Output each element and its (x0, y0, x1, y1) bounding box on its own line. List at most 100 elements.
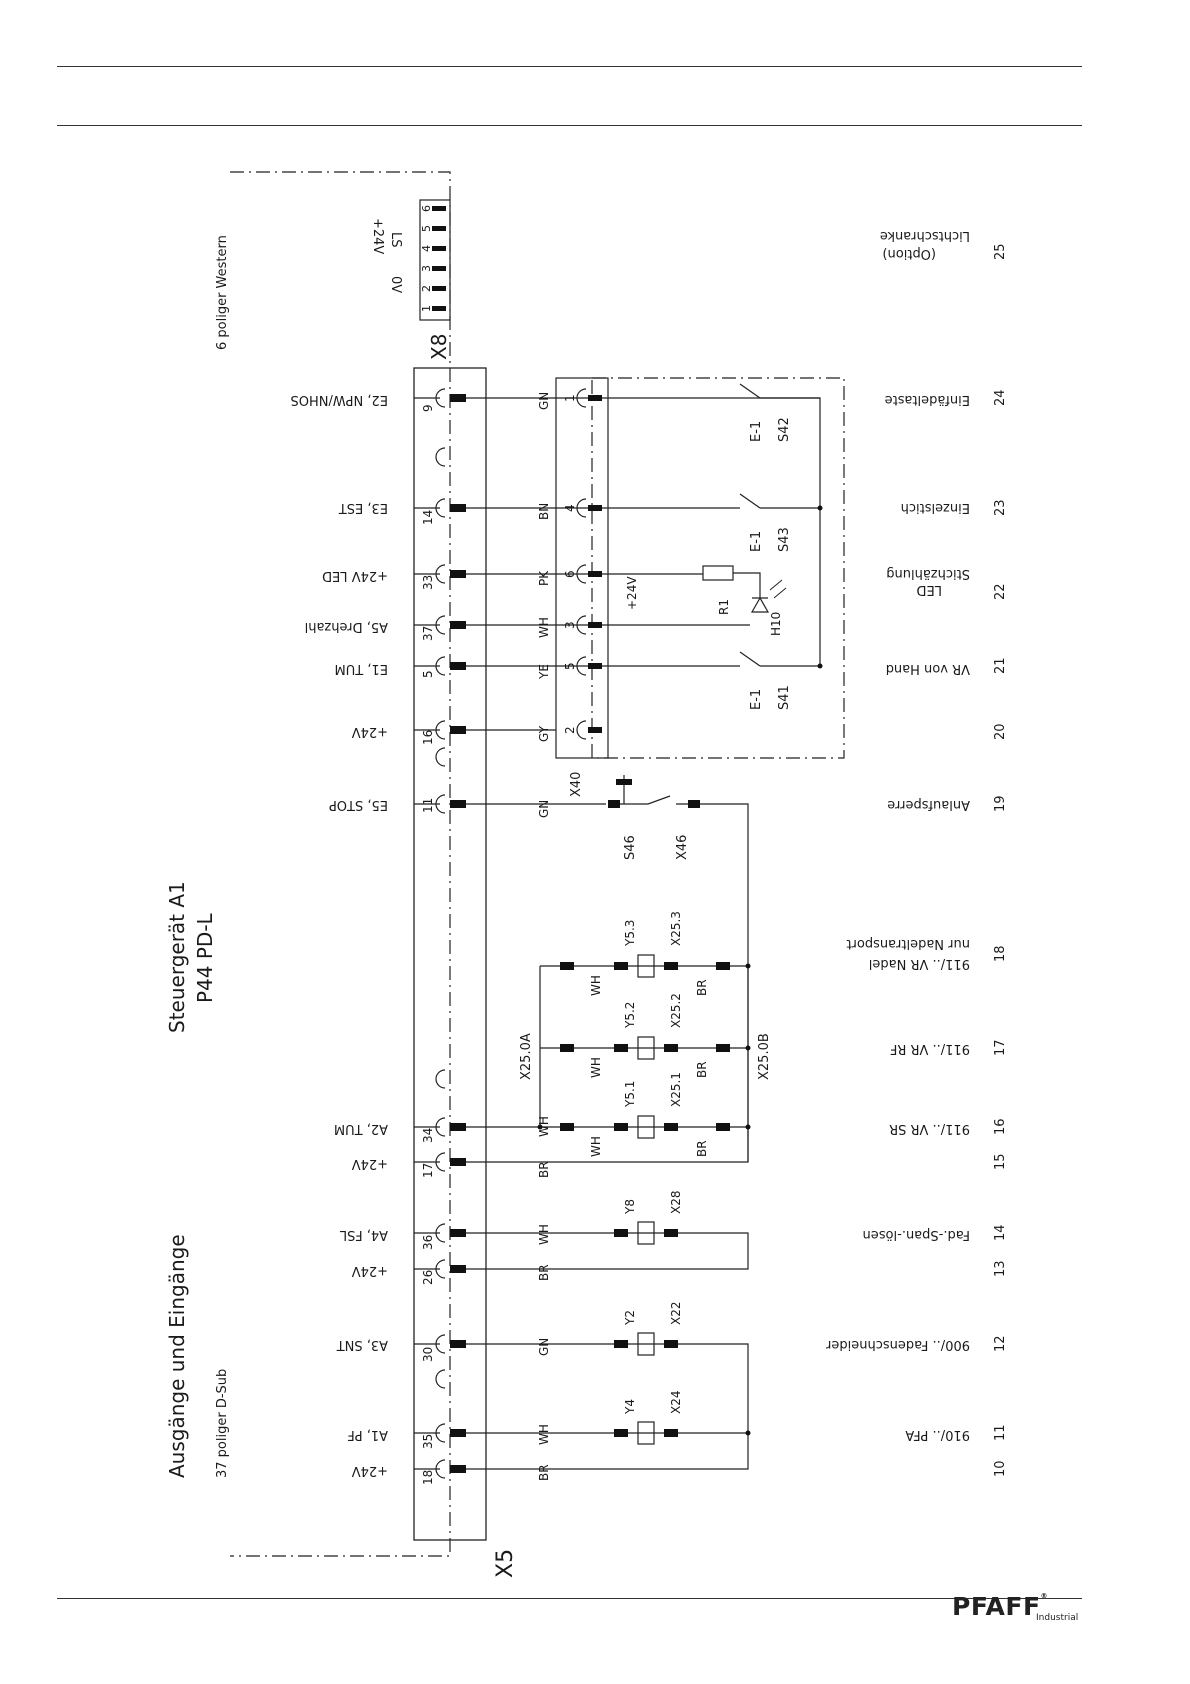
signal-a3: A3, SNT (337, 1337, 388, 1352)
svg-text:15: 15 (993, 1153, 1008, 1170)
func-fad-span-loesen: Fad.-Span.-lösen (863, 1227, 970, 1242)
svg-text:3: 3 (563, 621, 577, 629)
x5-label: X5 (493, 1549, 518, 1578)
x8-pins (432, 206, 446, 311)
lower-valves (466, 1232, 749, 1470)
svg-text:1: 1 (420, 305, 433, 312)
svg-text:11: 11 (993, 1424, 1008, 1441)
svg-text:22: 22 (993, 583, 1008, 600)
svg-text:9: 9 (421, 404, 435, 412)
svg-text:11: 11 (421, 798, 435, 813)
svg-text:GN: GN (537, 392, 551, 410)
svg-text:23: 23 (993, 499, 1008, 516)
svg-text:16: 16 (993, 1118, 1008, 1135)
signal-e5: E5, STOP (329, 797, 388, 812)
signal-24v-26: +24V (352, 1263, 388, 1278)
line-numbers: 25 24 23 22 21 20 19 18 17 16 15 14 13 1… (993, 243, 1008, 1477)
svg-text:WH: WH (537, 1224, 551, 1245)
svg-text:17: 17 (421, 1163, 435, 1178)
label-e1-s41: E-1 (749, 689, 764, 710)
x40-wires (466, 383, 821, 731)
label-s42: S42 (777, 417, 792, 442)
func-vr-sr: 911/.. VR SR (889, 1121, 970, 1136)
signal-e3: E3, EST (339, 500, 388, 515)
svg-text:WH: WH (589, 1057, 603, 1078)
label-s43: S43 (777, 527, 792, 552)
label-y4: Y4 (623, 1399, 637, 1415)
label-e1-s43: E-1 (749, 531, 764, 552)
wire-colors: GN BN PK WH YE GY GN WH BR WH BR GN WH B… (537, 392, 551, 1481)
svg-text:PK: PK (537, 570, 551, 586)
svg-text:WH: WH (589, 975, 603, 996)
svg-text:5: 5 (420, 225, 433, 232)
svg-text:12: 12 (993, 1335, 1008, 1352)
svg-text:34: 34 (421, 1128, 435, 1143)
footer-rule (57, 1598, 1082, 1599)
svg-text:30: 30 (421, 1347, 435, 1362)
x8-label-0v: 0V (388, 276, 403, 293)
svg-text:16: 16 (421, 730, 435, 745)
x5-connector (413, 367, 487, 1541)
x8-label-24v: +24V (370, 218, 385, 254)
svg-text:14: 14 (421, 510, 435, 525)
header-rule-bottom (57, 125, 1082, 126)
svg-text:1: 1 (563, 394, 577, 402)
pfaff-logo: PFAFF® (952, 1592, 1049, 1621)
controller-frame (230, 171, 451, 1557)
func-pfa: 910/.. PFA (905, 1427, 970, 1442)
function-labels: Lichtschranke (Option) Einfädeltaste Ein… (825, 228, 970, 1442)
svg-text:Y5.3: Y5.3 (623, 920, 637, 947)
svg-text:WH: WH (537, 617, 551, 638)
signal-a4: A4, FSL (339, 1227, 388, 1242)
svg-text:24: 24 (993, 389, 1008, 406)
svg-text:BN: BN (537, 503, 551, 520)
svg-text:19: 19 (993, 795, 1008, 812)
label-x24: X24 (669, 1391, 683, 1415)
label-y2: Y2 (623, 1310, 637, 1326)
svg-text:36: 36 (421, 1235, 435, 1250)
svg-text:BR: BR (695, 1061, 709, 1078)
svg-text:Y5.1: Y5.1 (623, 1081, 637, 1108)
func-anlaufsperre: Anlaufsperre (887, 797, 970, 812)
svg-text:33: 33 (421, 575, 435, 590)
svg-text:14: 14 (993, 1224, 1008, 1241)
svg-text:6: 6 (563, 570, 577, 578)
svg-text:GY: GY (537, 725, 551, 742)
svg-text:BR: BR (695, 979, 709, 996)
signal-a5: A5, Drehzahl (305, 619, 388, 634)
signal-24v-16: +24V (352, 724, 388, 739)
label-x28: X28 (669, 1191, 683, 1215)
svg-text:26: 26 (421, 1270, 435, 1285)
title-controller: Steuergerät A1 (165, 881, 189, 1033)
signal-24v-17: +24V (352, 1156, 388, 1171)
func-fadenschneider: 900/.. Fadenschneider (825, 1337, 970, 1352)
svg-text:BR: BR (537, 1161, 551, 1178)
svg-text:18: 18 (421, 1470, 435, 1485)
x8-connector (419, 199, 451, 321)
svg-text:3: 3 (420, 265, 433, 272)
x40-connector (555, 377, 609, 759)
svg-text:5: 5 (421, 670, 435, 678)
signal-e1: E1, TUM (335, 661, 388, 676)
svg-text:BR: BR (537, 1464, 551, 1481)
title-io: Ausgänge und Eingänge (165, 1234, 189, 1478)
x40-pin-numbers: 1 4 6 3 5 2 (563, 394, 577, 734)
signal-24v-18: +24V (352, 1463, 388, 1478)
func-vr-nadel: 911/.. VR Nadel (869, 956, 970, 971)
svg-text:GN: GN (537, 800, 551, 818)
x8-label: X8 (427, 334, 451, 360)
label-r1: R1 (717, 599, 731, 615)
header-rule-top (57, 66, 1082, 67)
stop-circuit (466, 775, 749, 1163)
x5-contacts (450, 394, 466, 1473)
pfaff-logo-sub: Industrial (1036, 1613, 1079, 1623)
signal-led: +24V LED (322, 568, 388, 583)
func-stichzaehlung: Stichzählung (886, 566, 970, 581)
title-dsub: 37 poliger D-Sub (215, 1369, 230, 1478)
func-nadeltransport: nur Nadeltransport (846, 936, 970, 951)
svg-text:21: 21 (993, 657, 1008, 674)
x5-pin-numbers: 9 14 33 37 5 16 11 34 17 36 26 30 35 18 (421, 404, 435, 1485)
svg-text:X25.2: X25.2 (669, 993, 683, 1028)
svg-text:BR: BR (695, 1140, 709, 1157)
